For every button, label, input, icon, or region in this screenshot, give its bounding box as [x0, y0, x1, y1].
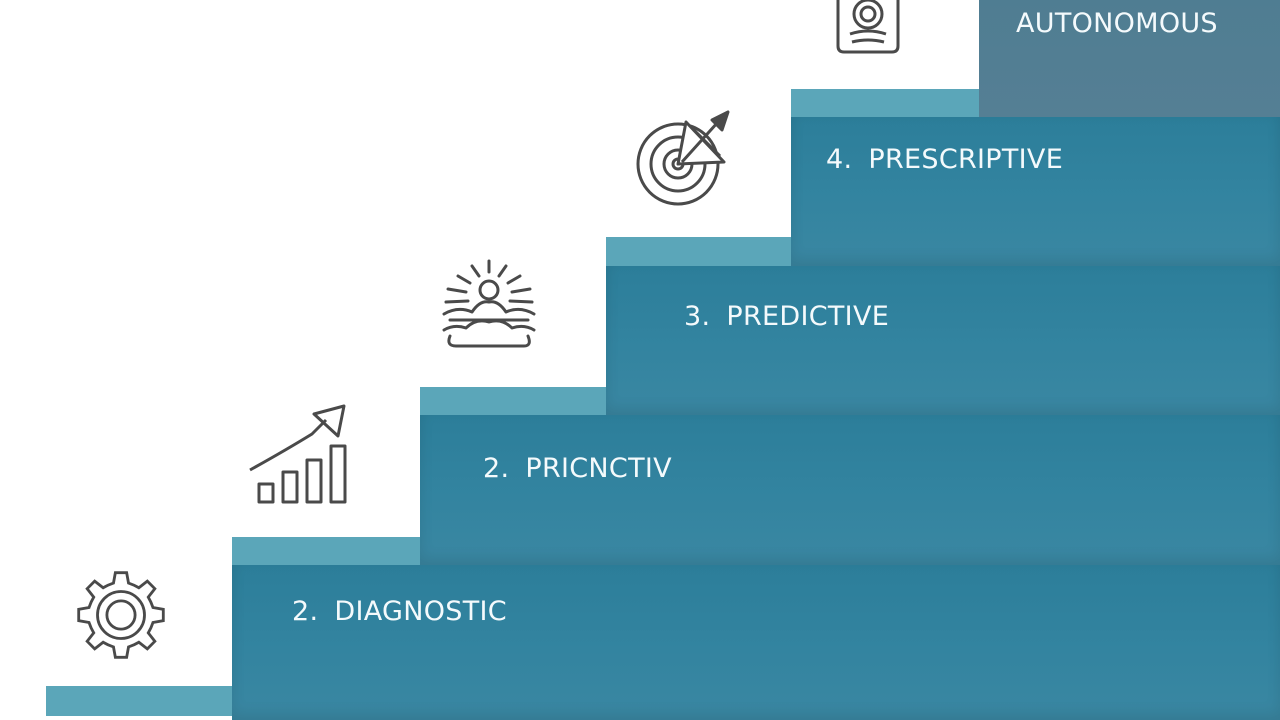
- bar-chart-arrow-icon: [246, 402, 354, 508]
- target-arrow-icon: [634, 108, 734, 210]
- step-tread-2: [420, 387, 606, 415]
- step-tread-3: [606, 237, 791, 266]
- step-autonomous: [979, 0, 1280, 117]
- step-predictive: [606, 266, 1280, 415]
- step-tread-1: [232, 537, 420, 565]
- step-label-prescriptive: 4. PRESCRIPTIVE: [826, 144, 1063, 175]
- step-number: 3.: [684, 301, 711, 332]
- step-title: PRESCRIPTIVE: [868, 144, 1064, 175]
- step-number: 2.: [483, 453, 510, 484]
- step-tread-4: [791, 89, 979, 117]
- step-number: 4.: [826, 144, 853, 175]
- step-pricnctiv: [420, 415, 1280, 565]
- step-label-diagnostic: 2. DIAGNOSTIC: [292, 596, 507, 627]
- step-title: AUTONOMOUS: [1016, 8, 1218, 39]
- step-number: 2.: [292, 596, 319, 627]
- gear-icon: [74, 568, 168, 662]
- step-label-pricnctiv: 2. PRICNCTIV: [483, 453, 672, 484]
- step-label-autonomous: AUTONOMOUS: [1016, 8, 1218, 39]
- step-title: PRICNCTIV: [525, 453, 672, 484]
- step-title: PREDICTIVE: [726, 301, 890, 332]
- step-title: DIAGNOSTIC: [334, 596, 507, 627]
- device-icon: [834, 0, 902, 56]
- step-prescriptive: [791, 117, 1280, 266]
- step-label-predictive: 3. PREDICTIVE: [684, 301, 889, 332]
- step-tread-base: [46, 686, 232, 716]
- step-diagnostic: [232, 565, 1280, 720]
- sunrise-icon: [436, 256, 542, 352]
